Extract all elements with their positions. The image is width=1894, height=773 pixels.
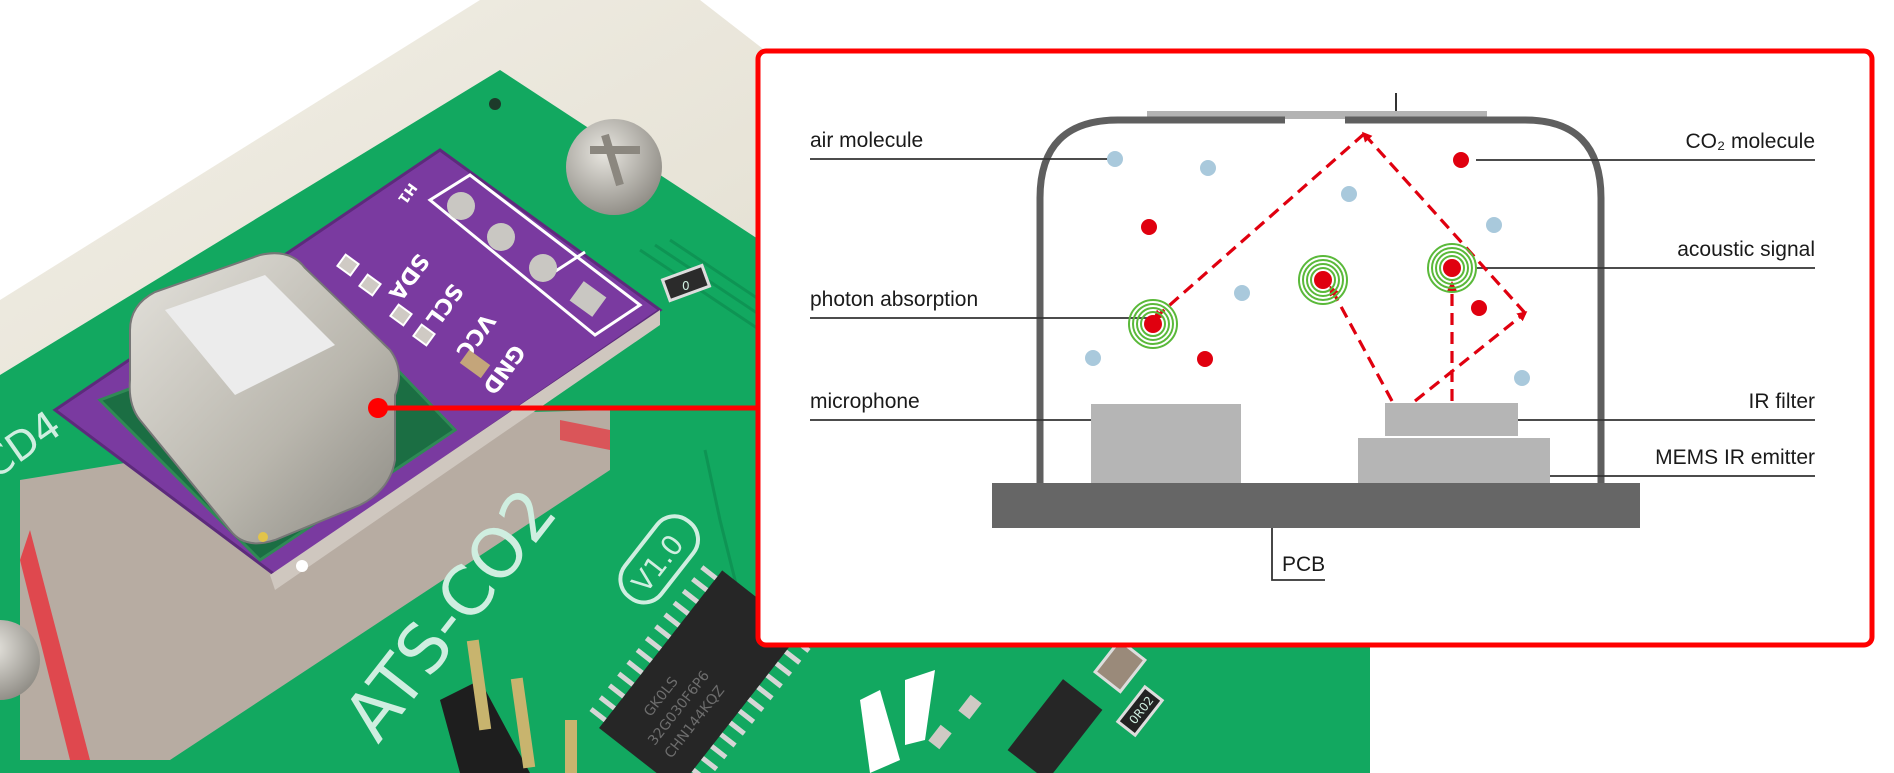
photoacoustic-diagram: air molecule photon absorption microphon… xyxy=(755,48,1875,648)
leader-lines xyxy=(810,158,1815,581)
acoustic-signal-rings xyxy=(1128,243,1477,349)
board-cutout xyxy=(20,410,610,760)
screw-icon xyxy=(0,620,40,700)
air-molecules xyxy=(1085,151,1530,386)
air-molecule-dot xyxy=(1200,160,1216,176)
microphone-block xyxy=(1091,404,1241,483)
air-molecule-dot xyxy=(1107,151,1123,167)
ir-filter-block xyxy=(1385,403,1518,436)
label-ir-filter: IR filter xyxy=(1748,390,1815,413)
lower-components: 0R02 xyxy=(860,638,1165,773)
label-pcb: PCB xyxy=(1282,553,1325,576)
photon-paths xyxy=(1152,131,1528,403)
smd-resistor xyxy=(660,263,712,303)
label-acoustic-signal: acoustic signal xyxy=(1677,238,1815,261)
co2-molecule-dot xyxy=(1197,351,1213,367)
air-molecule-dot xyxy=(1341,186,1357,202)
air-molecule-dot xyxy=(1486,217,1502,233)
mounting-hole xyxy=(489,98,501,110)
co2-molecules xyxy=(1141,152,1487,367)
sensor-window xyxy=(165,275,335,395)
air-molecule-dot xyxy=(1234,285,1250,301)
label-mems-ir-emitter: MEMS IR emitter xyxy=(1655,446,1815,469)
small-pads xyxy=(336,253,436,347)
co2-molecule-dot xyxy=(1471,300,1487,316)
air-molecule-dot xyxy=(1085,350,1101,366)
ring-group xyxy=(1128,299,1178,349)
label-photon-absorption: photon absorption xyxy=(810,288,978,311)
label-co2-molecule: CO₂ molecule xyxy=(1685,130,1815,153)
label-microphone: microphone xyxy=(810,390,920,413)
top-membrane xyxy=(1147,111,1487,119)
pcb-block xyxy=(992,483,1640,528)
mems-ir-emitter-block xyxy=(1358,438,1550,483)
callout-pointer-dot xyxy=(368,398,388,418)
solder-pads xyxy=(447,192,607,317)
pin-header xyxy=(440,639,577,773)
co2-molecule-dot xyxy=(1453,152,1469,168)
ring-group xyxy=(1427,243,1477,293)
excited-co2 xyxy=(1144,259,1461,333)
resistor-marking: 0 xyxy=(682,279,690,293)
air-molecule-dot xyxy=(1514,370,1530,386)
ring-group xyxy=(1298,255,1348,305)
label-air-molecule: air molecule xyxy=(810,129,923,152)
microcontroller-chip: GK0LS 32G030F6P6 CHN144KQZ xyxy=(589,565,811,773)
sensor-housing xyxy=(1036,116,1605,483)
capacitor xyxy=(459,349,491,379)
co2-molecule-dot xyxy=(1141,219,1157,235)
